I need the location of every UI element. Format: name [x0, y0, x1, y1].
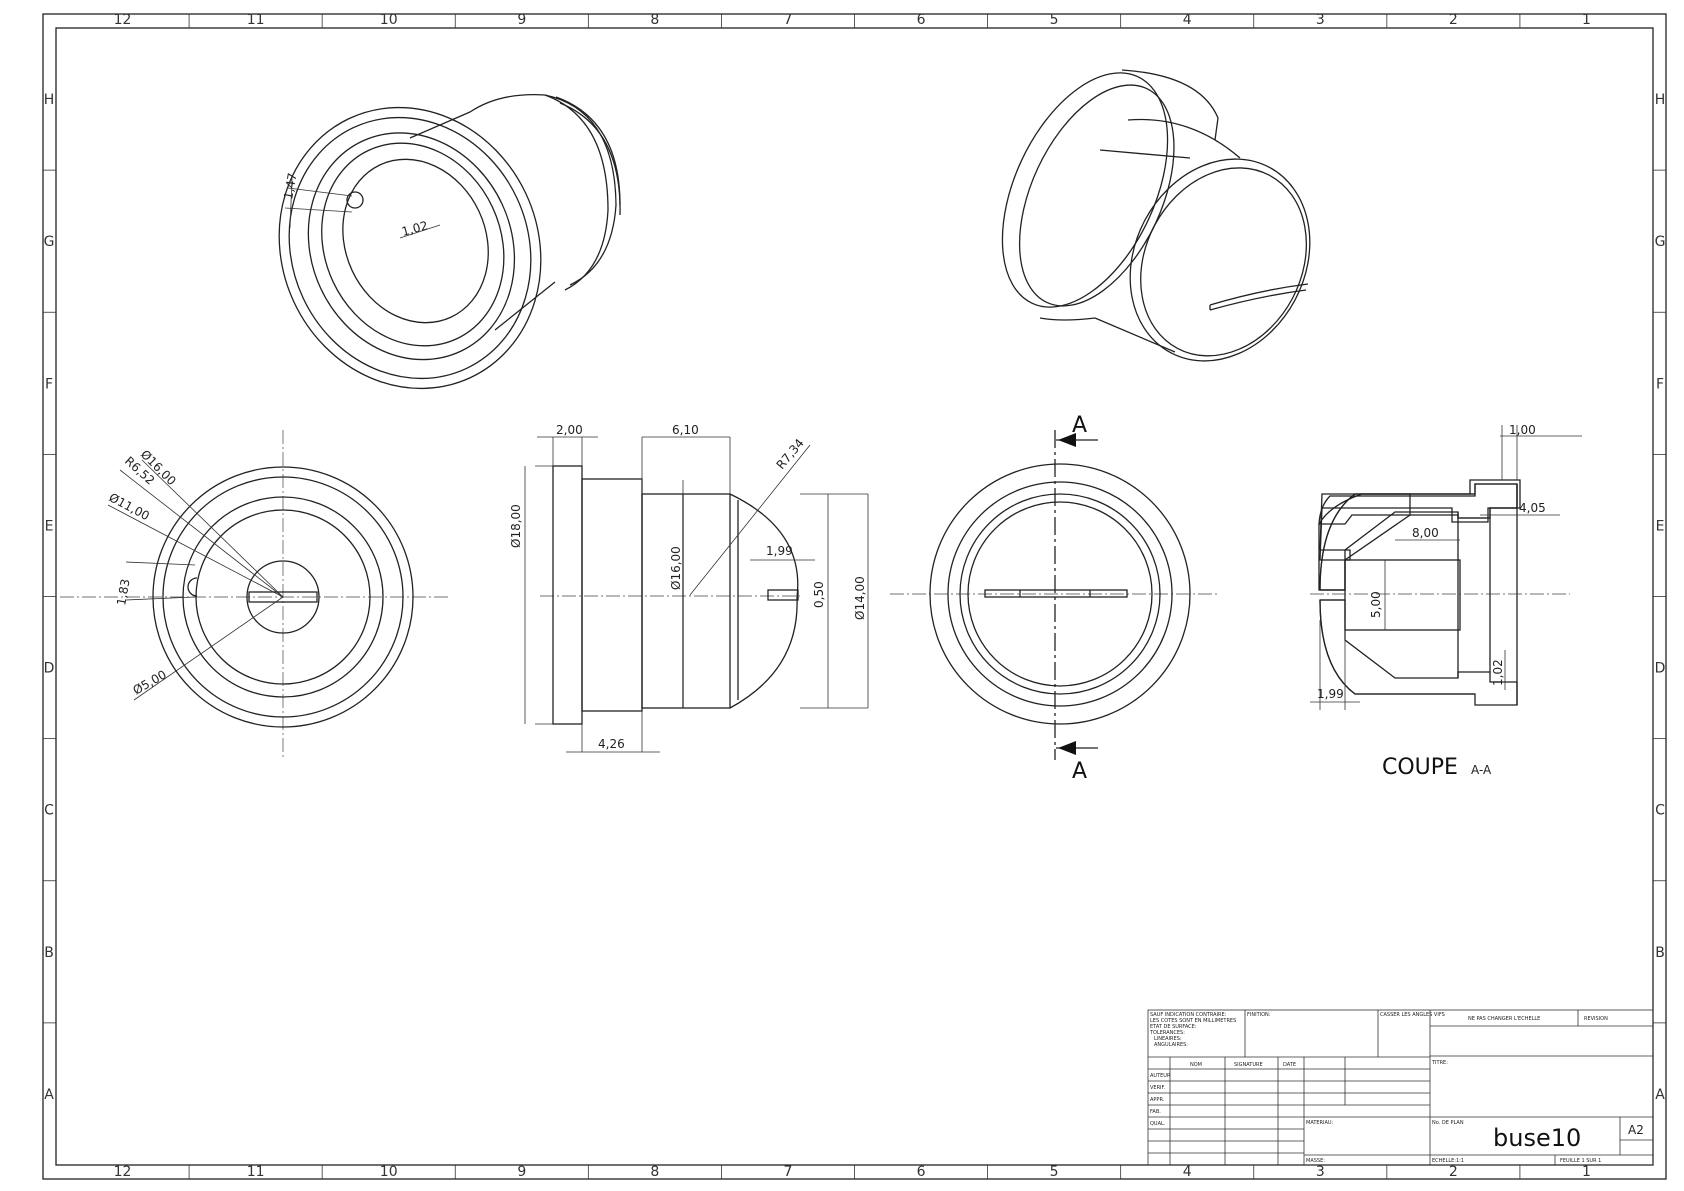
tb-materiau: MATERIAU:	[1306, 1120, 1334, 1126]
dim-side-2: 2,00	[556, 423, 583, 437]
dim-side-0-50: 0,50	[812, 581, 826, 608]
zone-col-top-11: 11	[247, 12, 265, 28]
zone-col-bottom-7: 7	[783, 1164, 792, 1180]
tb-finition: FINITION:	[1247, 1012, 1271, 1018]
zone-col-top-8: 8	[650, 12, 659, 28]
zone-col-top-3: 3	[1316, 12, 1325, 28]
zone-col-top-12: 12	[114, 12, 132, 28]
zone-col-bottom-6: 6	[917, 1164, 926, 1180]
iso-view-top-right	[1001, 69, 1311, 362]
dim-front-d5: Ø5,00	[131, 667, 169, 697]
zone-row-left-D: D	[44, 661, 55, 677]
zone-col-top-10: 10	[380, 12, 398, 28]
zone-col-bottom-5: 5	[1050, 1164, 1059, 1180]
tb-row-fab: FAB.	[1150, 1109, 1161, 1115]
tb-ne-pas: NE PAS CHANGER L'ECHELLE	[1468, 1016, 1540, 1022]
section-title: COUPE	[1382, 755, 1458, 780]
tb-note-6: ANGULAIRES:	[1154, 1042, 1188, 1048]
zone-row-left-G: G	[44, 234, 55, 250]
zone-row-left-A: A	[44, 1087, 54, 1103]
zone-row-left-E: E	[45, 518, 54, 534]
zone-col-bottom-3: 3	[1316, 1164, 1325, 1180]
zone-row-right-H: H	[1655, 92, 1666, 108]
zone-col-top-7: 7	[783, 12, 792, 28]
dim-sec-1-00: 1,00	[1509, 423, 1536, 437]
dim-side-1-99: 1,99	[766, 544, 793, 558]
tb-col-date: DATE	[1283, 1062, 1296, 1068]
tb-note-3: ETAT DE SURFACE:	[1150, 1024, 1197, 1030]
zone-col-bottom-11: 11	[247, 1164, 265, 1180]
section-mark-top: A	[1072, 413, 1087, 438]
zone-col-bottom-12: 12	[114, 1164, 132, 1180]
tb-note-4: TOLERANCES:	[1149, 1030, 1185, 1036]
dim-side-d18: Ø18,00	[509, 504, 523, 548]
tb-row-appr: APPR.	[1150, 1097, 1165, 1103]
dim-sec-5-00: 5,00	[1369, 591, 1383, 618]
tb-note-1: SAUF INDICATION CONTRAIRE:	[1150, 1012, 1227, 1018]
zone-row-left-F: F	[45, 376, 53, 392]
tb-titre: TITRE:	[1431, 1060, 1448, 1066]
dim-side-d14: Ø14,00	[853, 576, 867, 620]
zone-row-right-G: G	[1655, 234, 1666, 250]
zone-col-bottom-1: 1	[1582, 1164, 1591, 1180]
section-mark-bottom: A	[1072, 759, 1087, 784]
dim-sec-1-02: 1,02	[1491, 659, 1505, 686]
dim-front-183: 1,83	[114, 578, 132, 607]
end-view	[890, 430, 1220, 760]
front-view	[60, 430, 450, 760]
tb-row-verif: VERIF.	[1150, 1085, 1166, 1091]
dim-iso-1-02: 1,02	[400, 218, 429, 238]
tb-col-nom: NOM	[1190, 1062, 1202, 1068]
tb-note-5: LINEAIRES:	[1154, 1036, 1182, 1042]
tb-row-qual: QUAL.	[1150, 1121, 1166, 1127]
tb-masse: MASSE:	[1306, 1158, 1325, 1164]
zone-col-bottom-8: 8	[650, 1164, 659, 1180]
tb-no-plan: No. DE PLAN	[1432, 1120, 1464, 1126]
dim-side-d16: Ø16,00	[669, 546, 683, 590]
side-view	[524, 436, 869, 753]
title-block	[1147, 1009, 1654, 1166]
tb-note-2: LES COTES SONT EN MILLIMETRES	[1150, 1018, 1236, 1024]
tb-feuille: FEUILLE 1 SUR 1	[1560, 1158, 1601, 1164]
zone-col-bottom-10: 10	[380, 1164, 398, 1180]
zone-col-top-5: 5	[1050, 12, 1059, 28]
iso-view-top-left	[278, 93, 621, 390]
tb-row-auteur: AUTEUR	[1150, 1073, 1171, 1079]
tb-col-signature: SIGNATURE	[1234, 1062, 1263, 1068]
zone-col-top-1: 1	[1582, 12, 1591, 28]
zone-col-top-6: 6	[917, 12, 926, 28]
zone-col-top-4: 4	[1183, 12, 1192, 28]
zone-row-right-D: D	[1655, 661, 1666, 677]
tb-revision: REVISION	[1584, 1016, 1608, 1022]
zone-row-right-B: B	[1655, 945, 1665, 961]
zone-row-right-E: E	[1656, 518, 1665, 534]
tb-drawing-name: buse10	[1493, 1124, 1581, 1152]
dim-side-r734: R7,34	[774, 436, 807, 472]
zone-col-bottom-9: 9	[517, 1164, 526, 1180]
zone-row-right-C: C	[1655, 803, 1665, 819]
dim-front-d11: Ø11,00	[107, 490, 152, 523]
zone-row-right-F: F	[1656, 376, 1664, 392]
tb-casser: CASSER LES ANGLES VIFS	[1380, 1012, 1445, 1018]
dim-sec-4-05: 4,05	[1519, 501, 1546, 515]
dim-side-6-10: 6,10	[672, 423, 699, 437]
dim-sec-1-99: 1,99	[1317, 687, 1344, 701]
section-view	[1310, 425, 1582, 710]
zone-row-right-A: A	[1655, 1087, 1665, 1103]
zone-row-left-B: B	[44, 945, 54, 961]
section-subtitle: A-A	[1471, 763, 1492, 777]
tb-echelle: ECHELLE:1:1	[1432, 1158, 1464, 1164]
dim-iso-1-47: 1,47	[281, 172, 299, 201]
dim-sec-8-00: 8,00	[1412, 526, 1439, 540]
tb-format: A2	[1628, 1123, 1644, 1137]
zone-col-bottom-4: 4	[1183, 1164, 1192, 1180]
zone-row-left-C: C	[44, 803, 54, 819]
dim-side-4-26: 4,26	[598, 737, 625, 751]
zone-col-top-2: 2	[1449, 12, 1458, 28]
zone-row-left-H: H	[44, 92, 55, 108]
zone-col-bottom-2: 2	[1449, 1164, 1458, 1180]
zone-col-top-9: 9	[517, 12, 526, 28]
